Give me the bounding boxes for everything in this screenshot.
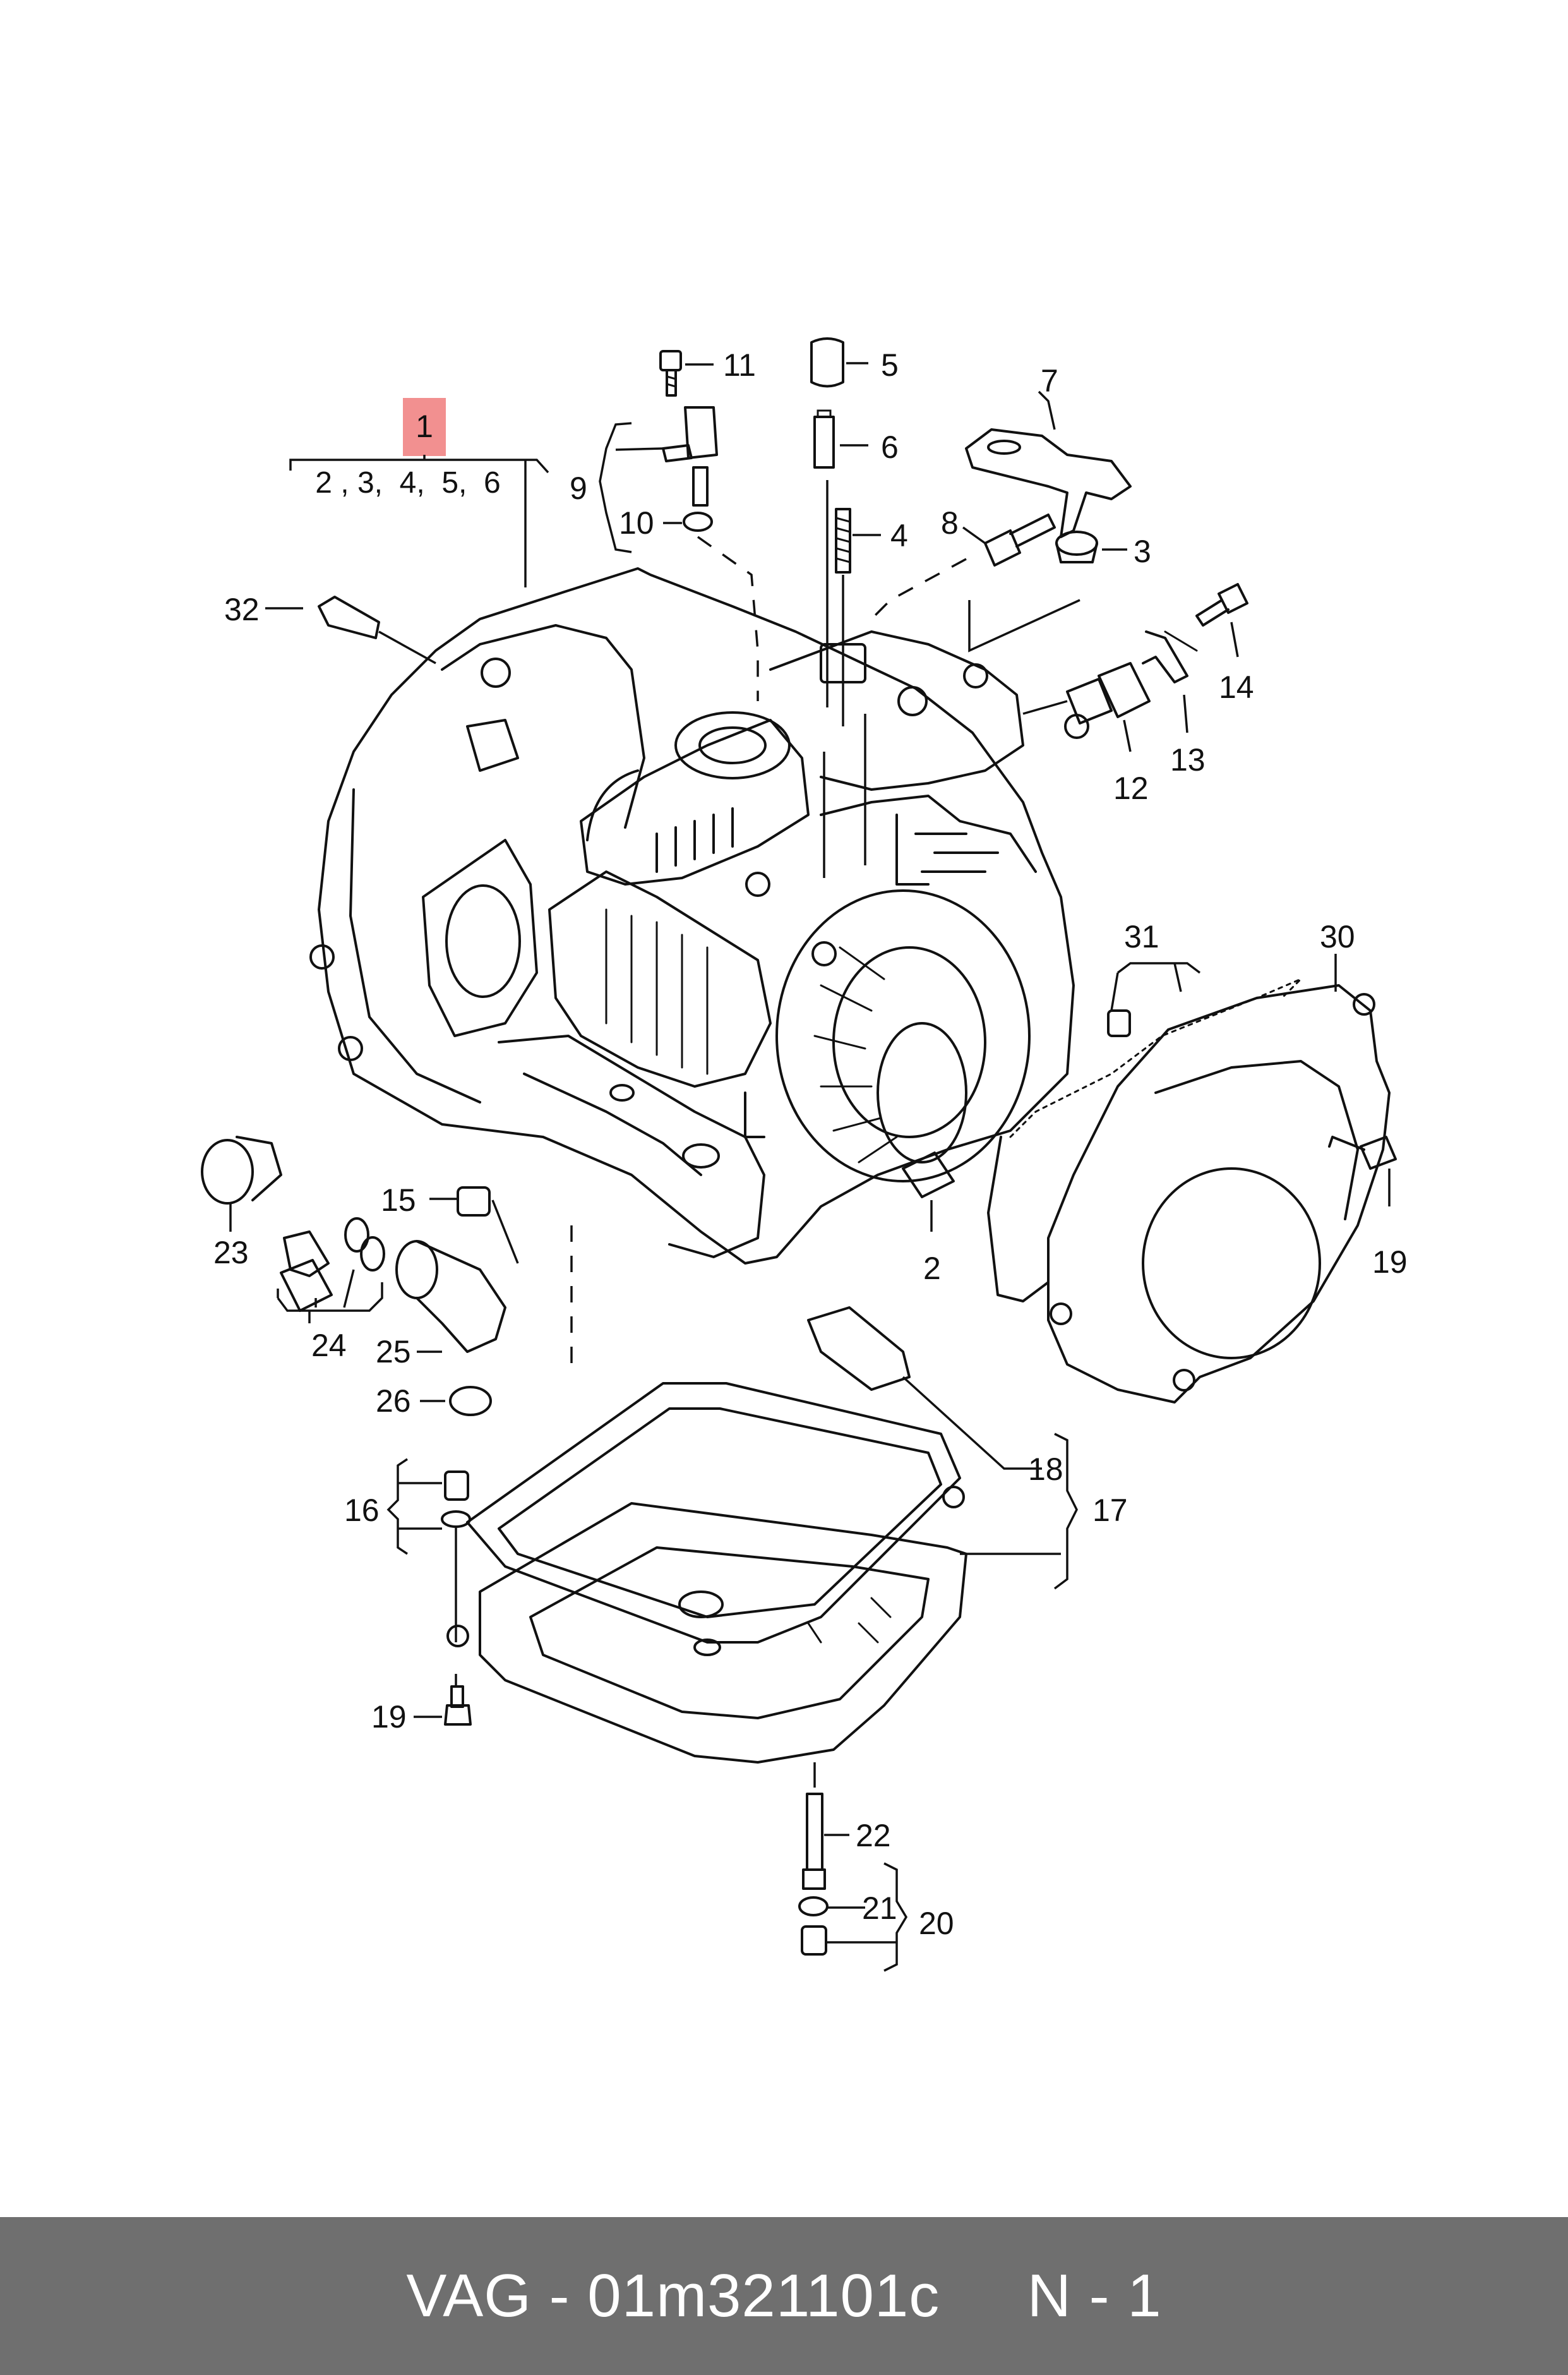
part-26-seal (449, 1386, 492, 1416)
gearbox-housing (309, 567, 1075, 1265)
callout-2-lower: 2 (923, 1251, 941, 1286)
part-14-bolt (1195, 583, 1248, 627)
callout-22: 22 (856, 1818, 891, 1853)
callout-15: 15 (381, 1182, 416, 1218)
part-32-bolt (318, 596, 380, 639)
callout-21: 21 (862, 1891, 897, 1926)
callout-19-lower: 19 (371, 1699, 407, 1735)
part-8-bolt (984, 514, 1056, 567)
callout-9: 9 (570, 471, 587, 506)
part-3-nut (1055, 531, 1098, 563)
part-number-caption: VAG - 01m321101c N - 1 (406, 2262, 1162, 2330)
callout-5: 5 (881, 347, 899, 383)
exploded-parts-diagram: 1 2 , 3, 4, 5, 6 11 5 7 6 9 10 4 8 3 32 … (201, 337, 1408, 1972)
callout-16: 16 (344, 1493, 380, 1528)
callout-7: 7 (1041, 363, 1058, 399)
part-2-sleeve (902, 1151, 955, 1198)
part-16-bolt (441, 1470, 471, 1528)
part-21-seal (798, 1896, 829, 1916)
part-12-sender (1064, 662, 1151, 739)
callout-25: 25 (376, 1334, 411, 1369)
part-9-sensor (662, 406, 718, 507)
callout-13: 13 (1170, 742, 1206, 778)
callout-30: 30 (1320, 919, 1355, 954)
callout-32: 32 (224, 592, 260, 627)
callout-20: 20 (919, 1906, 954, 1941)
callout-10: 10 (619, 505, 654, 541)
part-4-stud (835, 508, 851, 574)
leader-lines (229, 362, 1391, 1972)
part-18-filter (807, 1306, 911, 1391)
part-31-gasket (987, 978, 1302, 1302)
callout-4: 4 (890, 518, 908, 553)
callout-26: 26 (376, 1383, 411, 1419)
part-17-oil-pan (446, 1382, 967, 1764)
part-10-seal (683, 512, 713, 532)
part-19-bolt-right (1328, 1136, 1397, 1170)
callout-18: 18 (1028, 1452, 1063, 1487)
part-19-bolt-lower (444, 1685, 472, 1726)
part-11-bolt (659, 350, 682, 397)
callout-12: 12 (1113, 771, 1149, 806)
part-22-tube (802, 1793, 826, 1890)
part-13-bracket (1142, 630, 1198, 683)
callout-24: 24 (311, 1328, 347, 1363)
callout-1: 1 (416, 409, 433, 444)
part-25-tube (395, 1240, 506, 1353)
callout-6: 6 (881, 430, 899, 465)
callout-3: 3 (1134, 534, 1151, 569)
part-15-plug (457, 1186, 491, 1217)
part-20-plug (801, 1925, 827, 1956)
callout-19-right: 19 (1372, 1244, 1408, 1280)
part-30-side-cover (1047, 984, 1391, 1404)
callout-14: 14 (1219, 670, 1254, 705)
callout-1-highlight (403, 398, 446, 456)
callout-8: 8 (941, 505, 959, 541)
part-5-pin (810, 337, 844, 388)
part-6-pin (813, 409, 835, 469)
callout-1-includes: 2 , 3, 4, 5, 6 (315, 466, 501, 500)
footer-bar: VAG - 01m321101c N - 1 (0, 2217, 1568, 2375)
callout-labels: 1 2 , 3, 4, 5, 6 11 5 7 6 9 10 4 8 3 32 … (213, 347, 1408, 1941)
callout-17: 17 (1092, 1493, 1128, 1528)
callout-11: 11 (723, 347, 756, 383)
part-7-bracket (965, 428, 1132, 538)
callout-31: 31 (1124, 919, 1159, 954)
part-24-connector (280, 1217, 385, 1312)
part-23-cap (201, 1136, 282, 1205)
callout-23: 23 (213, 1235, 249, 1270)
